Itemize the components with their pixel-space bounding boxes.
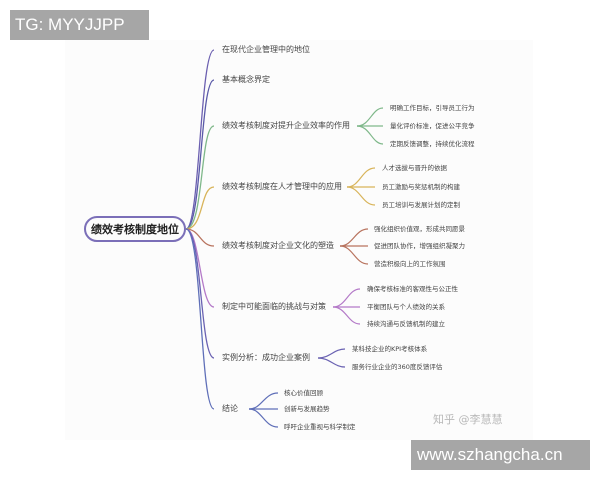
leaf-node[interactable]: 人才选拔与晋升的依据 bbox=[382, 164, 447, 172]
top-label-badge: TG: MYYJJPP bbox=[10, 10, 149, 40]
bottom-url-badge: www.szhangcha.cn bbox=[411, 440, 590, 470]
leaf-node[interactable]: 员工培训与发展计划的定制 bbox=[382, 201, 460, 209]
branch-node-concept[interactable]: 基本概念界定 bbox=[222, 75, 270, 84]
branch-node-culture[interactable]: 绩效考核制度对企业文化的塑造 bbox=[222, 241, 334, 250]
leaf-node[interactable]: 持续沟通与反馈机制的建立 bbox=[367, 320, 445, 328]
leaf-node[interactable]: 核心价值回顾 bbox=[284, 389, 323, 397]
zhihu-watermark: 知乎 @李慧慧 bbox=[433, 413, 503, 426]
leaf-node[interactable]: 强化组织价值观，形成共同愿景 bbox=[374, 225, 465, 233]
leaf-node[interactable]: 确保考核标准的客观性与公正性 bbox=[367, 285, 458, 293]
branch-node-conclusion[interactable]: 结论 bbox=[222, 404, 238, 413]
leaf-node[interactable]: 某科技企业的KPI考核体系 bbox=[352, 345, 428, 353]
leaf-node[interactable]: 定期反馈调整，持续优化流程 bbox=[390, 140, 475, 148]
leaf-node[interactable]: 服务行业企业的360度反馈评估 bbox=[352, 363, 443, 371]
branch-node-challenges[interactable]: 制定中可能面临的挑战与对策 bbox=[222, 302, 326, 311]
mindmap-root-node[interactable]: 绩效考核制度地位 bbox=[84, 216, 186, 242]
leaf-node[interactable]: 明确工作目标，引导员工行为 bbox=[390, 104, 475, 112]
branch-node-position[interactable]: 在现代企业管理中的地位 bbox=[222, 45, 310, 54]
leaf-node[interactable]: 量化评价标准，促进公平竞争 bbox=[390, 122, 475, 130]
leaf-node[interactable]: 促进团队协作，增强组织凝聚力 bbox=[374, 242, 465, 250]
leaf-node[interactable]: 平衡团队与个人绩效的关系 bbox=[367, 303, 445, 311]
branch-node-efficiency[interactable]: 绩效考核制度对提升企业效率的作用 bbox=[222, 121, 350, 130]
leaf-node[interactable]: 呼吁企业重视与科学制定 bbox=[284, 423, 356, 431]
leaf-node[interactable]: 员工激励与奖惩机制的构建 bbox=[382, 183, 460, 191]
leaf-node[interactable]: 创新与发展趋势 bbox=[284, 405, 330, 413]
root-label: 绩效考核制度地位 bbox=[91, 223, 179, 236]
leaf-node[interactable]: 营造积极向上的工作氛围 bbox=[374, 260, 446, 268]
branch-node-cases[interactable]: 实例分析：成功企业案例 bbox=[222, 353, 310, 362]
branch-node-talent[interactable]: 绩效考核制度在人才管理中的应用 bbox=[222, 182, 342, 191]
